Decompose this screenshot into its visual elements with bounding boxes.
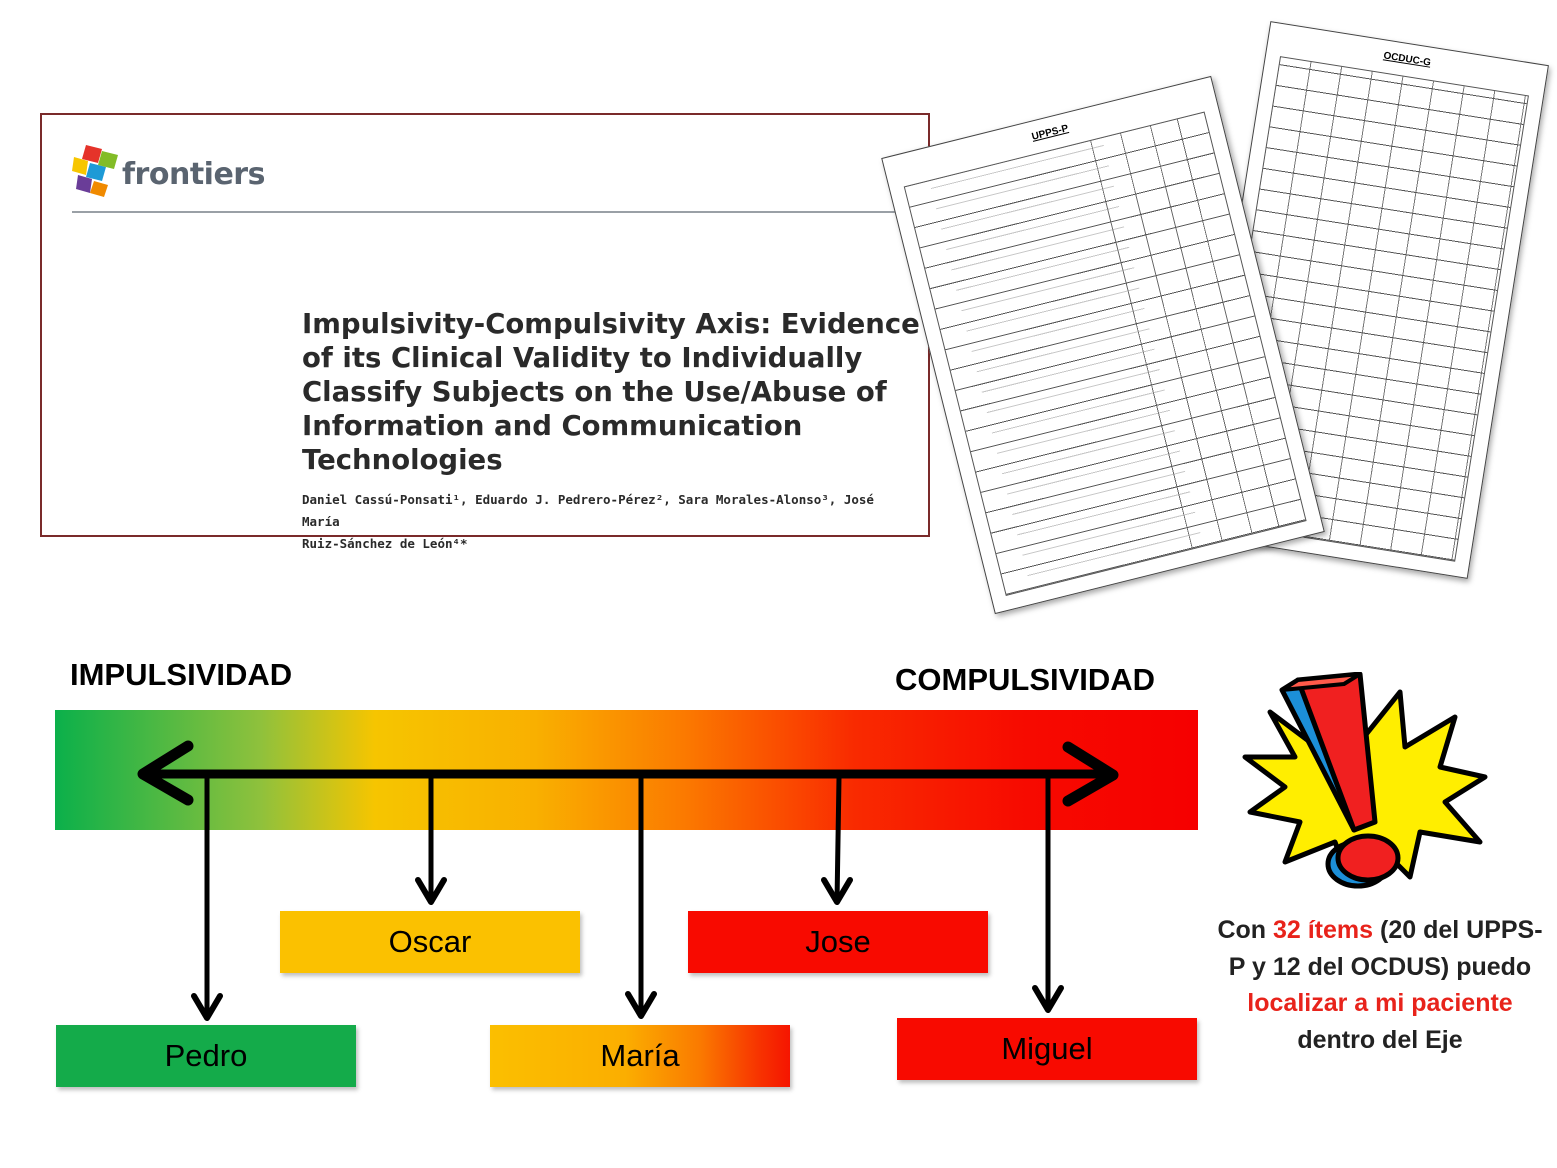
frontiers-logo: frontiers — [72, 145, 272, 201]
axis-left-arrowhead-icon — [137, 740, 194, 806]
caption-part-1: Con — [1217, 916, 1273, 944]
alert-bar-top — [1280, 672, 1362, 692]
caption-part-3: (20 del UPPS-P y 12 del OCDUS) puedo — [1228, 916, 1543, 981]
paper-authors: Daniel Cassú-Ponsati¹, Eduardo J. Pedrer… — [302, 489, 902, 555]
arrow-oscar-head-icon — [415, 877, 447, 905]
arrow-miguel-head-icon — [1032, 985, 1064, 1013]
caption-part-5: dentro del Eje — [1297, 1025, 1463, 1054]
axis-right-arrowhead-icon — [1062, 741, 1119, 807]
alert-dot — [1335, 833, 1401, 883]
paper-authors-line-1: Daniel Cassú-Ponsati¹, Eduardo J. Pedrer… — [302, 492, 874, 529]
impulsivity-label: IMPULSIVIDAD — [70, 657, 293, 692]
arrow-pedro-head-icon — [191, 993, 223, 1021]
caption-highlight-locate: localizar a mi paciente — [1247, 989, 1513, 1017]
paper-authors-line-2: Ruiz-Sánchez de León⁴* — [302, 536, 468, 551]
arrow-maria-head-icon — [625, 991, 657, 1019]
paper-divider — [72, 211, 928, 213]
caption-text: Con 32 ítems (20 del UPPS-P y 12 del OCD… — [1215, 912, 1545, 1058]
person-box-jose: Jose — [688, 911, 988, 973]
person-box-oscar: Oscar — [280, 911, 580, 973]
person-box-miguel: Miguel — [897, 1018, 1197, 1080]
paper-title: Impulsivity-Compulsivity Axis: Evidence … — [302, 308, 920, 476]
arrow-jose — [834, 775, 842, 905]
exclamation-alert-icon — [1242, 672, 1488, 889]
frontiers-logo-icon — [72, 145, 118, 197]
person-box-pedro: Pedro — [56, 1025, 356, 1087]
arrow-jose-head-icon — [821, 877, 853, 905]
caption-highlight-items: 32 ítems — [1272, 916, 1374, 944]
compulsivity-label: COMPULSIVIDAD — [895, 662, 1156, 697]
frontiers-logo-text: frontiers — [122, 157, 265, 192]
paper-card: frontiers Impulsivity-Compulsivity Axis:… — [40, 113, 930, 551]
person-box-maria: María — [490, 1025, 790, 1087]
